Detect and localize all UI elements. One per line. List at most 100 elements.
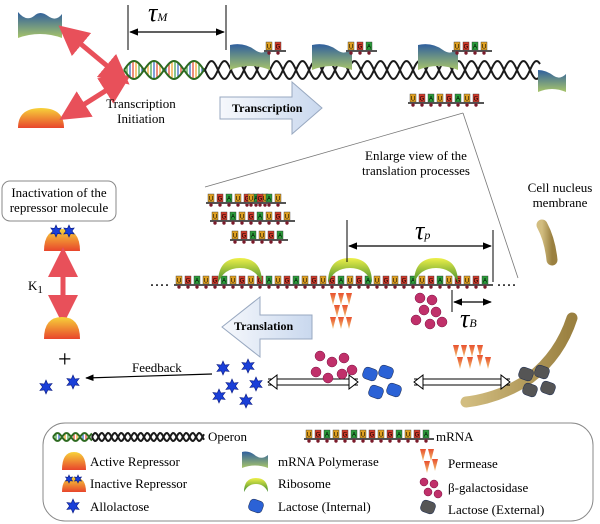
equilibrium-2-head-right — [500, 373, 511, 391]
nascent-mrna-3-node — [464, 51, 468, 55]
legend-gal-0 — [419, 477, 429, 487]
free-mrna-base — [427, 93, 435, 103]
stack-mrna-3-letter: U — [267, 215, 271, 221]
main-mrna-strand-base — [184, 275, 192, 285]
legend-active-repressor-label: Active Repressor — [90, 454, 180, 469]
stack-mrna-3-node — [285, 221, 289, 225]
free-mrna-letter: U — [438, 97, 442, 103]
ribosome-1 — [218, 258, 262, 283]
permease-mid-6 — [346, 317, 352, 329]
legend-inactive-repressor-label: Inactive Repressor — [90, 476, 188, 491]
permease-bottom-1 — [461, 345, 467, 357]
free-mrna-base — [445, 93, 453, 103]
main-mrna-strand-node — [222, 285, 226, 289]
gal-bottom-6 — [346, 364, 358, 376]
permease-mid-4 — [342, 305, 348, 317]
gal-bottom-5 — [336, 368, 348, 380]
legend-mrna-node — [424, 439, 428, 443]
legend-mrna-letter: U — [334, 433, 338, 439]
gal-mid-1 — [426, 294, 438, 306]
main-mrna-strand-letter: A — [195, 279, 199, 285]
stack-mrna-3-base — [256, 211, 264, 221]
stack-mrna-1-base — [225, 193, 233, 203]
stack-mrna-3-node — [213, 221, 217, 225]
main-mrna-strand-base — [220, 275, 228, 285]
legend-mrna-base — [314, 429, 322, 439]
stack-mrna-2-letter: U — [276, 197, 280, 203]
main-mrna-strand-node — [348, 285, 352, 289]
legend-mrna-base — [368, 429, 376, 439]
permease-cluster — [453, 345, 491, 369]
translation-arrow — [221, 295, 313, 359]
stack-mrna-3-letter: G — [249, 215, 254, 221]
gal-bottom-3 — [310, 366, 322, 378]
main-mrna-strand-letter: G — [258, 279, 263, 285]
permease-mid-3 — [334, 305, 340, 317]
main-mrna-strand-letter: U — [447, 279, 451, 285]
equilibrium-1-head-left — [267, 373, 278, 391]
nascent-mrna-2-base — [356, 41, 364, 51]
legend-mrna-node — [334, 439, 338, 443]
main-mrna-strand-letter: G — [213, 279, 218, 285]
main-mrna-strand-letter: A — [438, 279, 442, 285]
translation-label: Translation — [234, 319, 294, 333]
main-mrna-strand-letter: U — [348, 279, 352, 285]
main-mrna-strand-letter: G — [429, 279, 434, 285]
main-mrna-strand-letter: G — [312, 279, 317, 285]
stack-mrna-1-base — [234, 193, 242, 203]
nascent-mrna-2-node — [367, 51, 371, 55]
permease-mid-1 — [338, 293, 344, 305]
lactose-external-0 — [518, 366, 534, 382]
main-mrna-strand-base — [409, 275, 417, 285]
inactive-star-2 — [63, 224, 75, 238]
allolactose-left-2 — [66, 374, 80, 390]
stack-mrna-1-letter: A — [254, 197, 258, 203]
free-mrna-node — [411, 103, 415, 107]
main-mrna-strand-node — [177, 285, 181, 289]
free-mrna-letter: U — [411, 97, 415, 103]
tau-p-label: τp — [415, 216, 431, 245]
free-mrna-node — [465, 103, 469, 107]
main-mrna-strand-base — [373, 275, 381, 285]
equilibrium-1-head-right — [348, 373, 359, 391]
main-mrna-strand-base — [481, 275, 489, 285]
gal-bottom-2 — [338, 352, 350, 364]
legend-operon-black-strand-b — [91, 431, 205, 443]
stack-mrna-3-letter: A — [258, 215, 262, 221]
main-mrna-strand-letter: U — [231, 279, 235, 285]
allolactose-left-1 — [39, 379, 53, 395]
legend-mrna-letter: G — [415, 433, 420, 439]
nascent-mrna-2-letter: A — [367, 45, 371, 51]
k1-label: K1 — [28, 278, 43, 296]
lactose-internal-0 — [362, 366, 378, 382]
equilibrium-2-head-left — [413, 373, 424, 391]
main-mrna-strand-base — [202, 275, 210, 285]
legend-galactosidase-label: β-galactosidase — [448, 480, 529, 495]
free-mrna-letter: U — [465, 97, 469, 103]
main-mrna-strand-letter: A — [483, 279, 487, 285]
legend-mrna-node — [406, 439, 410, 443]
legend-mrna-letter: G — [370, 433, 375, 439]
legend-mrna-node — [361, 439, 365, 443]
stack-mrna-4-node — [260, 240, 264, 244]
main-mrna-strand-letter: U — [393, 279, 397, 285]
polymerase-3 — [418, 44, 458, 70]
galactosidase-cluster — [310, 350, 358, 384]
main-mrna-strand-base — [445, 275, 453, 285]
stack-mrna-4-node — [278, 240, 282, 244]
cell-nucleus-membrane-upper — [536, 219, 558, 266]
stack-mrna-2-letter: U — [249, 197, 253, 203]
stack-mrna-4-letter: A — [278, 234, 282, 240]
main-mrna-strand-base — [193, 275, 201, 285]
inactive-repressor-left — [44, 229, 80, 251]
main-mrna-strand-letter: A — [294, 279, 298, 285]
inactive-star-1 — [50, 224, 62, 238]
main-mrna-strand-node — [438, 285, 442, 289]
legend-mrna-base — [359, 429, 367, 439]
free-mrna-node — [474, 103, 478, 107]
permease-bottom-6 — [477, 355, 483, 367]
legend-mrna-base — [422, 429, 430, 439]
main-mrna-strand-letter: G — [384, 279, 389, 285]
stack-mrna-3-node — [240, 221, 244, 225]
